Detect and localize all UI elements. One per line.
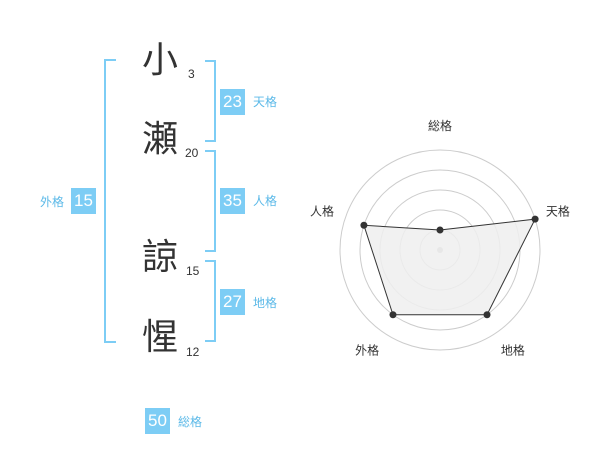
radar-axis-label-4: 外格	[355, 342, 379, 357]
chikaku-label: 地格	[253, 296, 278, 310]
name-char-3: 諒	[142, 237, 179, 278]
radar-series-polygon	[363, 218, 536, 316]
jinkaku-value: 35	[220, 188, 245, 214]
jinkaku-label: 人格	[253, 194, 278, 208]
tenkaku-label: 天格	[253, 95, 278, 109]
jinkaku-bracket	[205, 150, 216, 252]
radar-ring-5	[339, 149, 541, 351]
radar-axis-label-1: 総格	[428, 118, 452, 133]
radar-point-1	[436, 226, 444, 234]
radar-point-3	[483, 311, 491, 319]
stroke-count-4: 12	[186, 345, 200, 359]
chikaku-value: 27	[220, 289, 245, 315]
radar-axis-label-5: 人格	[310, 204, 334, 219]
tenkaku-bracket	[205, 60, 216, 142]
tenkaku-value: 23	[220, 89, 245, 115]
radar-point-2	[531, 215, 539, 223]
stroke-count-2: 20	[185, 146, 199, 160]
name-char-2: 瀬	[142, 119, 179, 160]
stroke-count-3: 15	[186, 264, 200, 278]
chikaku-bracket	[205, 260, 216, 342]
radar-point-4	[389, 311, 397, 319]
radar-axis-label-3: 地格	[501, 342, 525, 357]
radar-axis-label-2: 天格	[546, 204, 570, 219]
name-char-4: 惺	[142, 317, 179, 358]
radar-point-5	[360, 221, 368, 229]
gaikaku-bracket	[104, 59, 116, 343]
soukaku-label: 総格	[178, 415, 203, 429]
gaikaku-value: 15	[71, 188, 96, 214]
stroke-count-1: 3	[188, 67, 195, 81]
gaikaku-label: 外格	[40, 195, 65, 209]
soukaku-value: 50	[145, 408, 170, 434]
name-char-1: 小	[142, 40, 179, 81]
